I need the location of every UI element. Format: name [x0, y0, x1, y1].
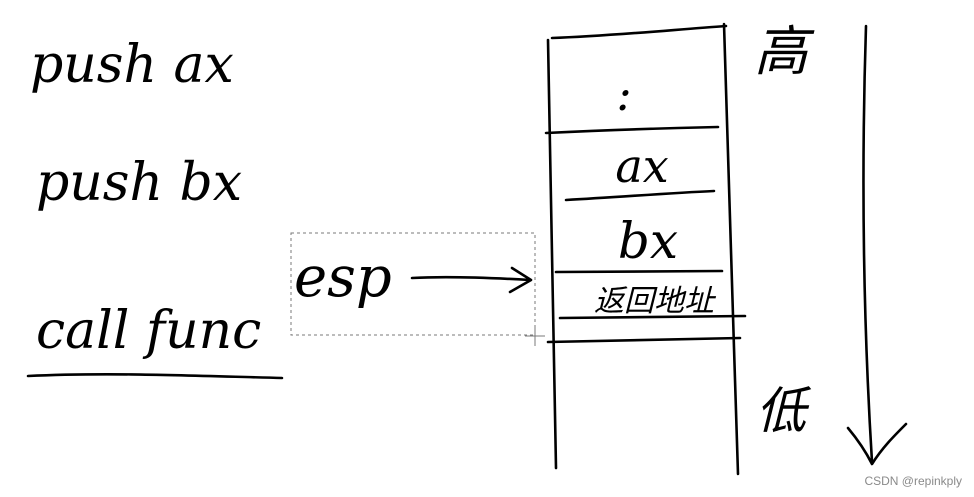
- stack-cell-ellipsis: :: [616, 67, 632, 121]
- selection-box: [290, 232, 536, 336]
- high-address-label: 高: [754, 20, 815, 83]
- stack-right-wall: [722, 22, 740, 476]
- esp-label: esp: [294, 245, 392, 310]
- watermark-label: CSDN @repinkply: [864, 474, 962, 488]
- instruction-push-bx: push bx: [36, 153, 242, 213]
- instruction-call-func: call func: [36, 301, 261, 361]
- low-address-label: 低: [756, 382, 812, 440]
- stack-cell-bx: bx: [618, 212, 678, 270]
- call-underline: [26, 372, 284, 380]
- stack-cell-return-address: 返回地址: [594, 284, 717, 319]
- crosshair-icon: [525, 326, 545, 346]
- direction-arrow-icon: [846, 24, 908, 466]
- esp-arrow-icon: [410, 266, 533, 294]
- instruction-list: push ax push bx call func: [26, 35, 284, 380]
- instruction-push-ax: push ax: [30, 35, 234, 95]
- stack-cell-ax: ax: [615, 139, 668, 193]
- stack-cells: : ax bx 返回地址: [594, 67, 717, 319]
- stack-left-wall: [546, 38, 558, 470]
- stack-dividers: [544, 24, 747, 344]
